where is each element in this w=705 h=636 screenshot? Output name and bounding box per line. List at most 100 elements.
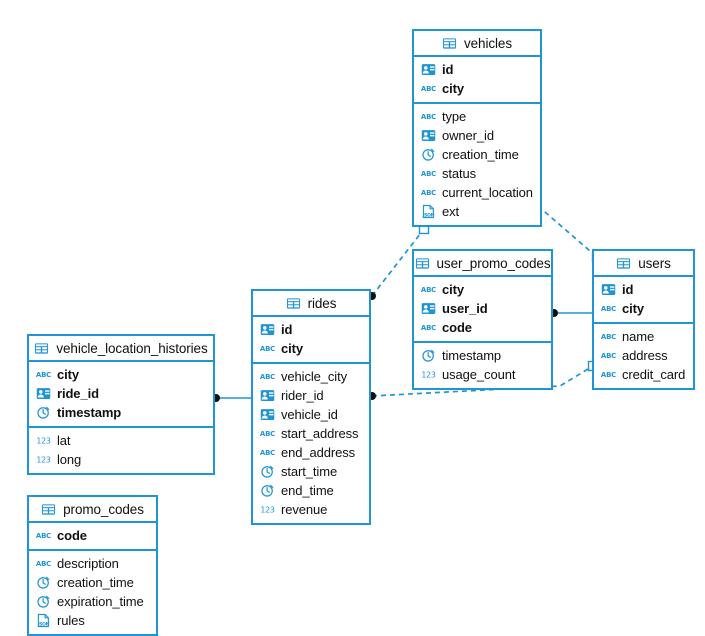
id-card-icon (601, 282, 616, 297)
field-row[interactable]: vehicle_id (253, 405, 369, 424)
table-icon (442, 36, 457, 51)
abc-icon: ABC (601, 329, 616, 344)
svg-text:ABC: ABC (260, 373, 275, 381)
field-row[interactable]: end_time (253, 481, 369, 500)
entity-title: vehicle_location_histories (56, 340, 208, 356)
field-row[interactable]: ABC city (414, 79, 540, 98)
field-name: vehicle_id (281, 407, 338, 422)
clock-icon (260, 483, 275, 498)
field-name: user_id (442, 301, 488, 316)
entity-header[interactable]: vehicle_location_histories (29, 336, 213, 362)
clock-icon (36, 575, 51, 590)
field-name: timestamp (442, 348, 502, 363)
entity-header[interactable]: vehicles (414, 31, 540, 57)
svg-text:JSON: JSON (37, 621, 50, 627)
field-name: timestamp (57, 405, 122, 420)
relationship-vehicle_location_histories-to-rides[interactable] (212, 394, 251, 402)
svg-text:ABC: ABC (601, 352, 616, 360)
field-name: owner_id (442, 128, 494, 143)
field-name: ride_id (57, 386, 99, 401)
field-name: id (442, 62, 454, 77)
field-row[interactable]: 123 revenue (253, 500, 369, 519)
svg-text:ABC: ABC (36, 532, 51, 540)
abc-icon: ABC (601, 301, 616, 316)
svg-text:ABC: ABC (36, 560, 51, 568)
field-row[interactable]: ABC city (594, 299, 693, 318)
field-row[interactable]: expiration_time (29, 592, 156, 611)
entity-header[interactable]: promo_codes (29, 497, 156, 523)
entity-header[interactable]: users (594, 251, 693, 277)
relationship-user_promo_codes-to-users[interactable] (550, 309, 592, 317)
field-row[interactable]: rider_id (253, 386, 369, 405)
field-name: city (442, 81, 465, 96)
abc-icon: ABC (36, 528, 51, 543)
field-name: rules (57, 613, 85, 628)
field-name: revenue (281, 502, 328, 517)
abc-icon: ABC (36, 556, 51, 571)
number-icon: 123 (260, 502, 275, 517)
field-row[interactable]: ride_id (29, 384, 213, 403)
svg-text:ABC: ABC (601, 305, 616, 313)
abc-icon: ABC (260, 341, 275, 356)
field-row[interactable]: start_time (253, 462, 369, 481)
entity-title: rides (307, 295, 337, 311)
field-name: address (622, 348, 668, 363)
field-name: end_time (281, 483, 334, 498)
entity-header[interactable]: user_promo_codes (414, 251, 551, 277)
id-card-icon (421, 301, 436, 316)
field-row[interactable]: user_id (414, 299, 551, 318)
field-row[interactable]: id (253, 320, 369, 339)
field-row[interactable]: id (414, 60, 540, 79)
svg-text:123: 123 (36, 437, 50, 446)
field-row[interactable]: timestamp (414, 346, 551, 365)
svg-text:ABC: ABC (421, 324, 436, 332)
field-name: lat (57, 433, 71, 448)
field-row[interactable]: id (594, 280, 693, 299)
svg-text:JSON: JSON (422, 212, 435, 218)
field-name: id (622, 282, 634, 297)
field-name: city (442, 282, 465, 297)
entity-title: promo_codes (63, 501, 144, 517)
field-row[interactable]: creation_time (414, 145, 540, 164)
field-row[interactable]: 123 lat (29, 431, 213, 450)
id-card-icon (421, 128, 436, 143)
id-card-icon (36, 386, 51, 401)
field-name: city (622, 301, 645, 316)
field-row[interactable]: ABC address (594, 346, 693, 365)
abc-icon: ABC (36, 367, 51, 382)
json-icon: JSON (421, 204, 436, 219)
field-row[interactable]: owner_id (414, 126, 540, 145)
svg-text:ABC: ABC (601, 333, 616, 341)
clock-icon (421, 147, 436, 162)
field-row[interactable]: JSON rules (29, 611, 156, 630)
entity-header[interactable]: rides (253, 291, 369, 317)
field-row[interactable]: creation_time (29, 573, 156, 592)
table-icon (616, 256, 631, 271)
abc-icon: ABC (421, 81, 436, 96)
field-row[interactable]: timestamp (29, 403, 213, 422)
